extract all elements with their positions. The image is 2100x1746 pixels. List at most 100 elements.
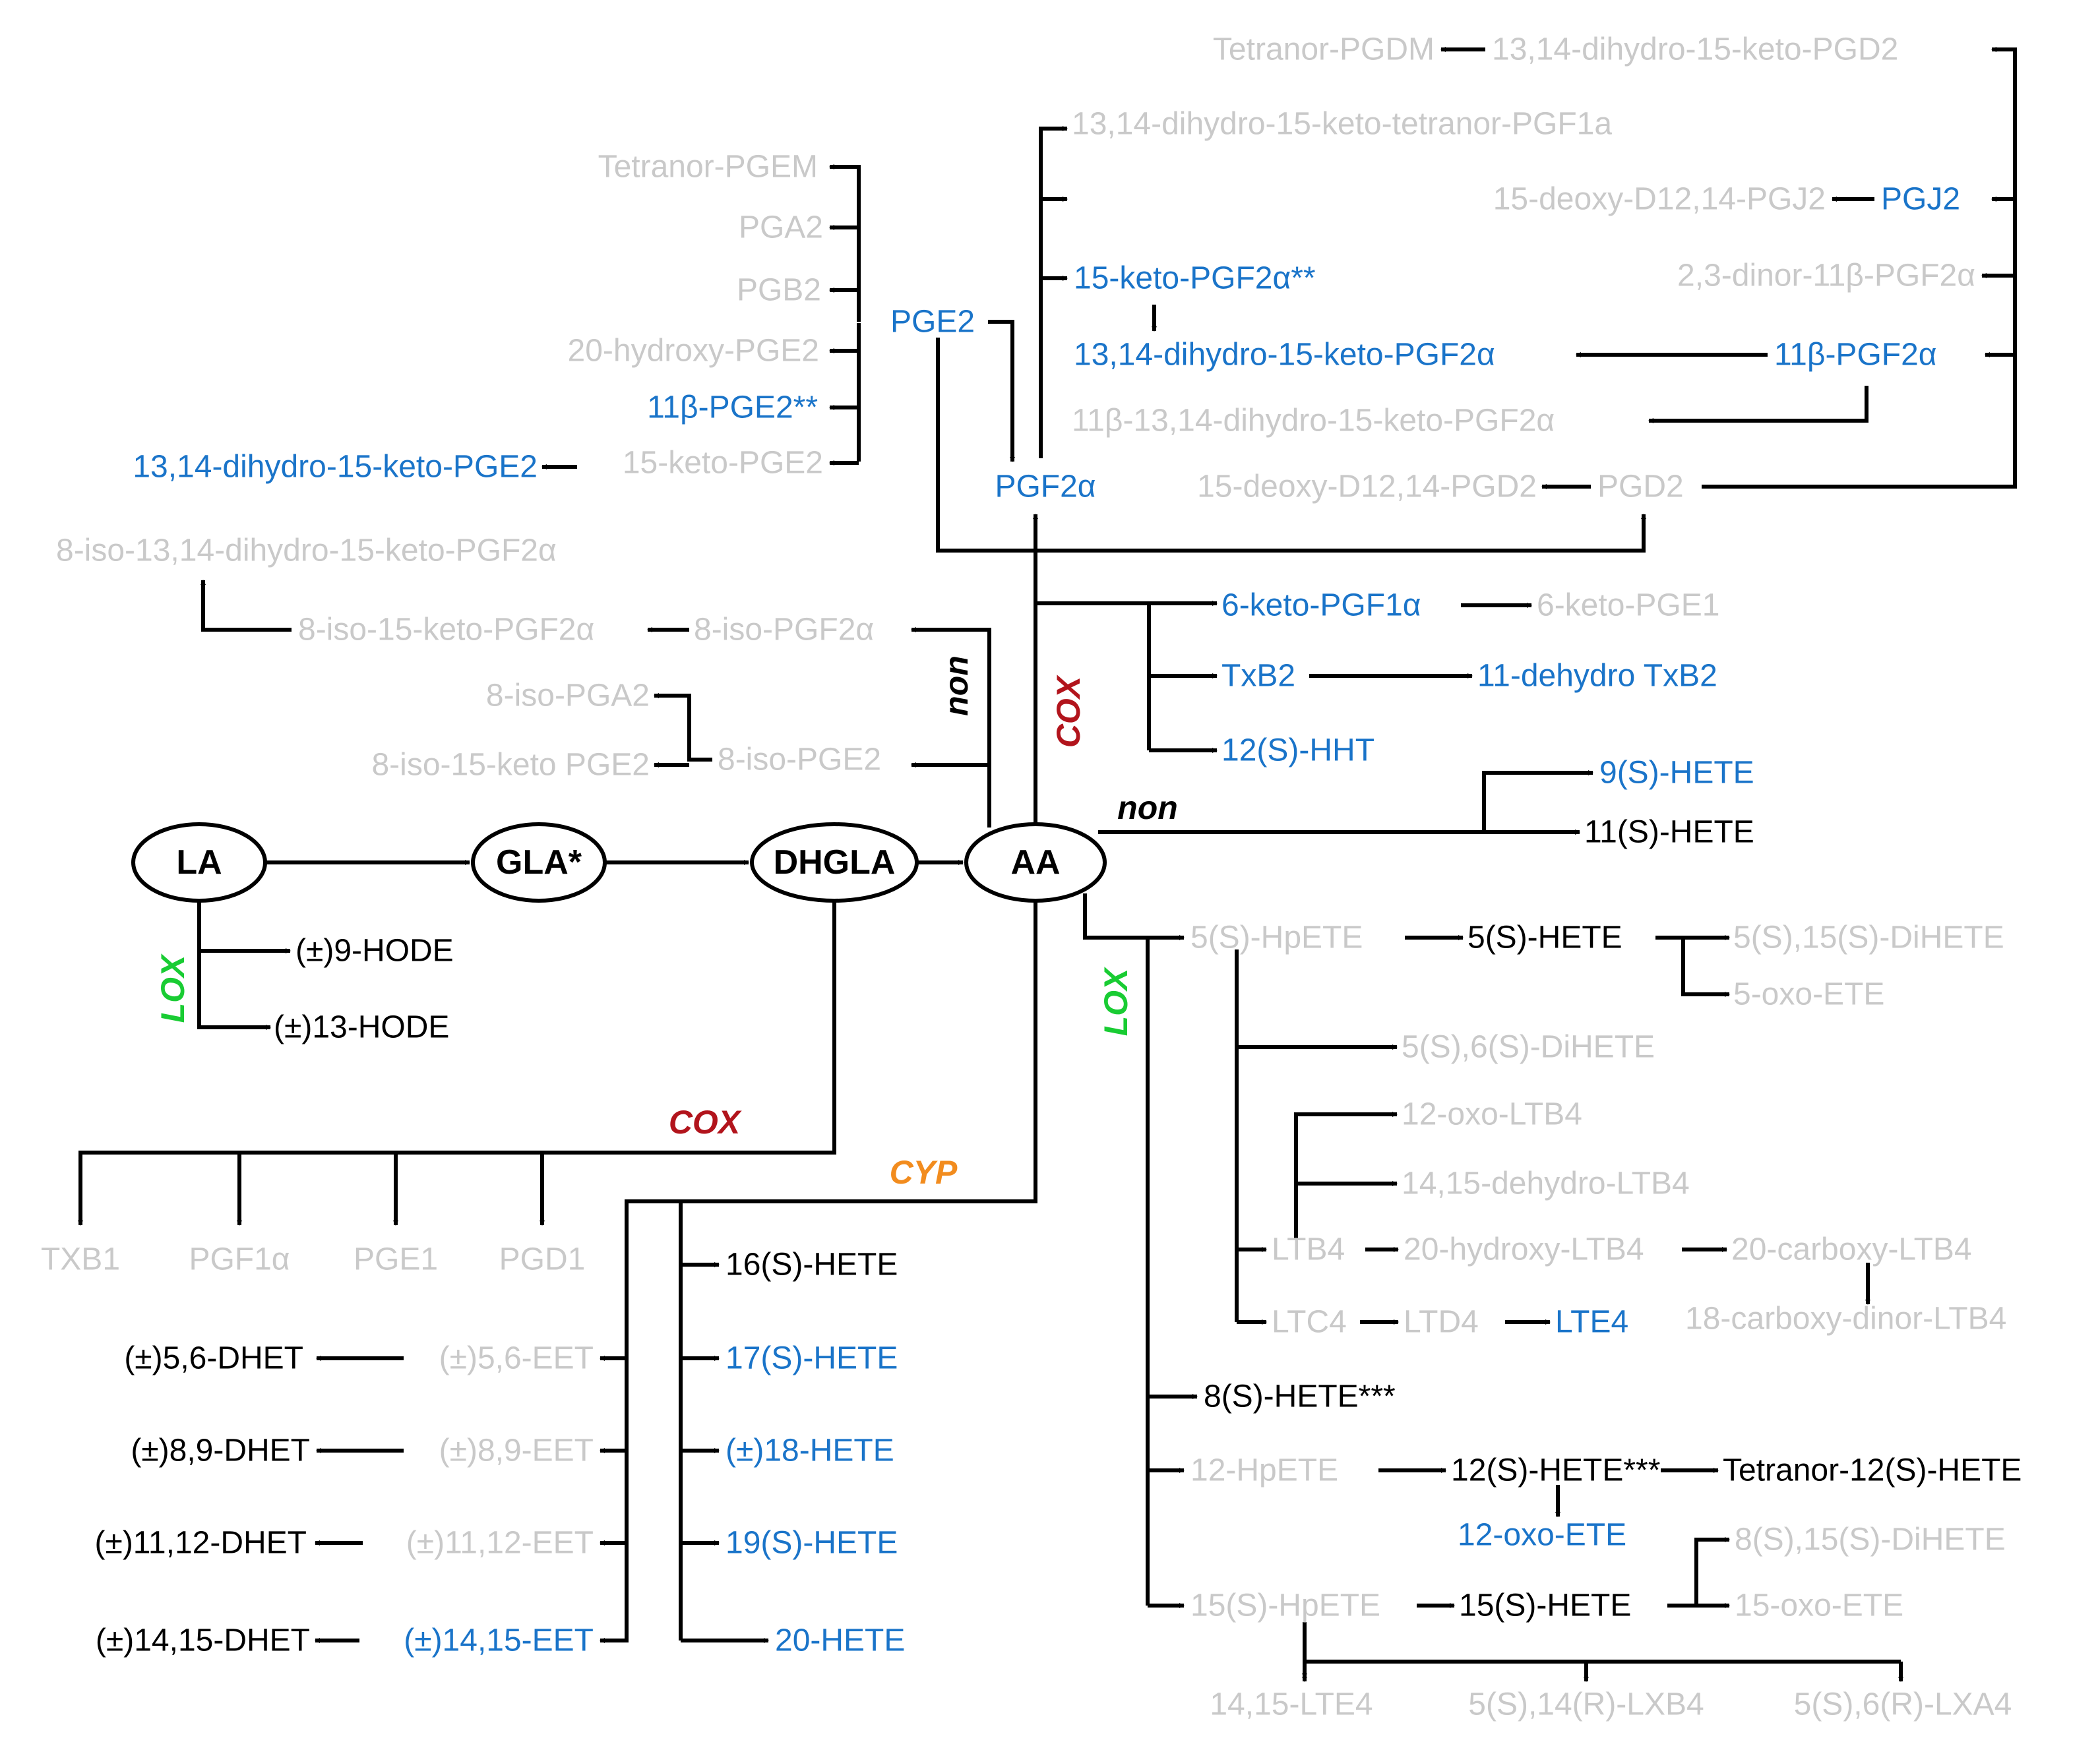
pathway-edge-34 bbox=[1648, 386, 1868, 423]
metabolite-89-eet: (±)8,9-EET bbox=[439, 1433, 594, 1468]
metabolite-5s-hete: 5(S)-HETE bbox=[1467, 920, 1622, 955]
metabolite-15k-pgf2a: 15-keto-PGF2α** bbox=[1074, 261, 1316, 296]
metabolite-56-dhet: (±)5,6-DHET bbox=[124, 1341, 303, 1376]
enzyme-cox-dhgla: COX bbox=[669, 1104, 742, 1141]
metabolite-dhk-pgd2: 13,14-dihydro-15-keto-PGD2 bbox=[1492, 32, 1898, 67]
metabolite-8iso-dhk-pgf2a: 8-iso-13,14-dihydro-15-keto-PGF2α bbox=[56, 533, 557, 568]
node-gla-ellipse bbox=[471, 822, 607, 903]
node-la: LA bbox=[176, 843, 222, 882]
metabolite-pgf2a: PGF2α bbox=[995, 469, 1096, 504]
node-dhgla-ellipse bbox=[750, 822, 919, 903]
pathway-edge-43 bbox=[1482, 770, 1593, 832]
metabolite-16s-hete: 16(S)-HETE bbox=[726, 1248, 898, 1282]
metabolite-8iso-pge2: 8-iso-PGE2 bbox=[718, 742, 881, 777]
metabolite-pga2: PGA2 bbox=[739, 210, 823, 245]
metabolite-pgb2: PGB2 bbox=[737, 273, 821, 308]
pathway-edge-39 bbox=[201, 580, 292, 632]
node-aa: AA bbox=[1010, 843, 1060, 882]
metabolite-11b-pge2: 11β-PGE2** bbox=[647, 390, 818, 425]
metabolite-5s15s-dihete: 5(S),15(S)-DiHETE bbox=[1733, 920, 2004, 955]
metabolite-lxb4: 5(S),14(R)-LXB4 bbox=[1468, 1687, 1704, 1722]
metabolite-tetranor-pgdm: Tetranor-PGDM bbox=[1213, 32, 1435, 67]
metabolite-12s-hete: 12(S)-HETE*** bbox=[1451, 1453, 1660, 1488]
pathway-edge-36 bbox=[911, 627, 991, 828]
metabolite-8s15s-dihete: 8(S),15(S)-DiHETE bbox=[1735, 1522, 2006, 1557]
metabolite-11s-hete: 11(S)-HETE bbox=[1584, 815, 1754, 850]
metabolite-8iso-pga2: 8-iso-PGA2 bbox=[486, 678, 650, 713]
metabolite-pgf1a: PGF1α bbox=[189, 1242, 290, 1277]
metabolite-txb2: TxB2 bbox=[1221, 659, 1295, 694]
metabolite-11b-dhk-pgf2a: 11β-13,14-dihydro-15-keto-PGF2α bbox=[1072, 404, 1555, 438]
pathway-edge-78 bbox=[600, 901, 1037, 1643]
metabolite-9s-hete: 9(S)-HETE bbox=[1599, 756, 1754, 791]
metabolite-12-oxo-ete: 12-oxo-ETE bbox=[1458, 1518, 1626, 1553]
metabolite-89-dhet: (±)8,9-DHET bbox=[131, 1433, 310, 1468]
enzyme-non-right: non bbox=[1117, 789, 1178, 826]
pathway-edge-44 bbox=[1083, 893, 1185, 940]
metabolite-17s-hete: 17(S)-HETE bbox=[726, 1341, 898, 1376]
metabolite-15s-hete: 15(S)-HETE bbox=[1459, 1588, 1631, 1623]
pathway-edge-16 bbox=[988, 320, 1015, 462]
pathway-edge-12 bbox=[1039, 126, 1068, 458]
metabolite-20-hete: 20-HETE bbox=[775, 1623, 905, 1658]
metabolite-ltb4: LTB4 bbox=[1272, 1232, 1345, 1267]
metabolite-5-oxo-ete: 5-oxo-ETE bbox=[1733, 977, 1884, 1012]
metabolite-6k-pge1: 6-keto-PGE1 bbox=[1537, 588, 1719, 623]
enzyme-lox-la: LOX bbox=[154, 953, 191, 1023]
metabolite-8iso-15k-pgf2a: 8-iso-15-keto-PGF2α bbox=[298, 613, 594, 647]
metabolite-lte4: LTE4 bbox=[1555, 1305, 1628, 1340]
metabolite-8iso-pgf2a: 8-iso-PGF2α bbox=[694, 613, 874, 647]
metabolite-8iso-15k-pge2: 8-iso-15-keto PGE2 bbox=[371, 748, 650, 783]
metabolite-dinor-11b-pgf2a: 2,3-dinor-11β-PGF2α bbox=[1677, 258, 1975, 293]
metabolite-6k-pgf1a: 6-keto-PGF1α bbox=[1221, 588, 1421, 623]
pathway-edge-17 bbox=[936, 338, 1646, 553]
metabolite-56-eet: (±)5,6-EET bbox=[439, 1341, 594, 1376]
metabolite-15-oxo-ete: 15-oxo-ETE bbox=[1735, 1588, 1903, 1623]
metabolite-pgd2: PGD2 bbox=[1597, 469, 1684, 504]
metabolite-labels: Tetranor-PGDM 13,14-dihydro-15-keto-PGD2… bbox=[41, 32, 2022, 1722]
metabolite-5s-hpete: 5(S)-HpETE bbox=[1190, 920, 1363, 955]
enzyme-cyp: CYP bbox=[890, 1154, 958, 1191]
pathway-edge-53 bbox=[1294, 1112, 1398, 1240]
enzyme-non-aa: non bbox=[938, 655, 975, 716]
pathway-edges bbox=[78, 47, 2017, 1682]
metabolite-18-hete: (±)18-HETE bbox=[726, 1433, 894, 1468]
metabolite-12-hpete: 12-HpETE bbox=[1190, 1453, 1338, 1488]
metabolite-15s-hpete: 15(S)-HpETE bbox=[1190, 1588, 1380, 1623]
metabolite-18cooh-dinor-ltb4: 18-carboxy-dinor-LTB4 bbox=[1685, 1302, 2006, 1337]
metabolite-11dh-txb2: 11-dehydro TxB2 bbox=[1477, 659, 1717, 694]
metabolite-1112-eet: (±)11,12-EET bbox=[406, 1526, 594, 1561]
metabolite-1415-lte4: 14,15-LTE4 bbox=[1210, 1687, 1373, 1722]
metabolite-11b-pgf2a: 11β-PGF2α bbox=[1774, 338, 1937, 373]
metabolite-pgj2: PGJ2 bbox=[1881, 182, 1960, 217]
metabolite-15d-pgj2: 15-deoxy-D12,14-PGJ2 bbox=[1493, 182, 1826, 217]
metabolite-ltc4: LTC4 bbox=[1272, 1305, 1347, 1340]
metabolite-ltd4: LTD4 bbox=[1404, 1305, 1479, 1340]
metabolite-txb1: TXB1 bbox=[41, 1242, 120, 1277]
metabolite-5s6s-dihete: 5(S),6(S)-DiHETE bbox=[1402, 1030, 1655, 1065]
metabolite-dhk-pge2: 13,14-dihydro-15-keto-PGE2 bbox=[133, 450, 538, 485]
metabolite-9-hode: (±)9-HODE bbox=[295, 934, 454, 969]
metabolite-19s-hete: 19(S)-HETE bbox=[726, 1526, 898, 1561]
enzyme-cox-aa: COX bbox=[1050, 675, 1087, 748]
metabolite-dhk-pgf2a: 13,14-dihydro-15-keto-PGF2α bbox=[1074, 338, 1495, 373]
metabolite-12-oxo-ltb4: 12-oxo-LTB4 bbox=[1402, 1097, 1582, 1132]
pathway-edge-74 bbox=[78, 901, 836, 1226]
node-aa-ellipse bbox=[964, 822, 1107, 903]
metabolite-dhk-tetranor-pgf1a: 13,14-dihydro-15-keto-tetranor-PGF1a bbox=[1072, 107, 1612, 142]
metabolite-12s-hht: 12(S)-HHT bbox=[1221, 733, 1374, 768]
metabolite-15d-pgd2: 15-deoxy-D12,14-PGD2 bbox=[1197, 469, 1537, 504]
metabolite-pge1: PGE1 bbox=[354, 1242, 438, 1277]
enzyme-lox-aa: LOX bbox=[1097, 967, 1134, 1036]
metabolite-lxa4: 5(S),6(R)-LXA4 bbox=[1794, 1687, 2012, 1722]
metabolite-1415-dh-ltb4: 14,15-dehydro-LTB4 bbox=[1402, 1166, 1690, 1201]
node-la-ellipse bbox=[131, 822, 267, 903]
metabolite-tetranor-12s-hete: Tetranor-12(S)-HETE bbox=[1723, 1453, 2022, 1488]
node-gla: GLA* bbox=[496, 843, 582, 882]
pathway-edge-3 bbox=[197, 901, 271, 1030]
metabolite-1415-dhet: (±)14,15-DHET bbox=[96, 1623, 310, 1658]
metabolite-1112-dhet: (±)11,12-DHET bbox=[94, 1526, 307, 1561]
metabolite-pgd1: PGD1 bbox=[499, 1242, 586, 1277]
metabolite-20cooh-ltb4: 20-carboxy-LTB4 bbox=[1731, 1232, 1972, 1267]
